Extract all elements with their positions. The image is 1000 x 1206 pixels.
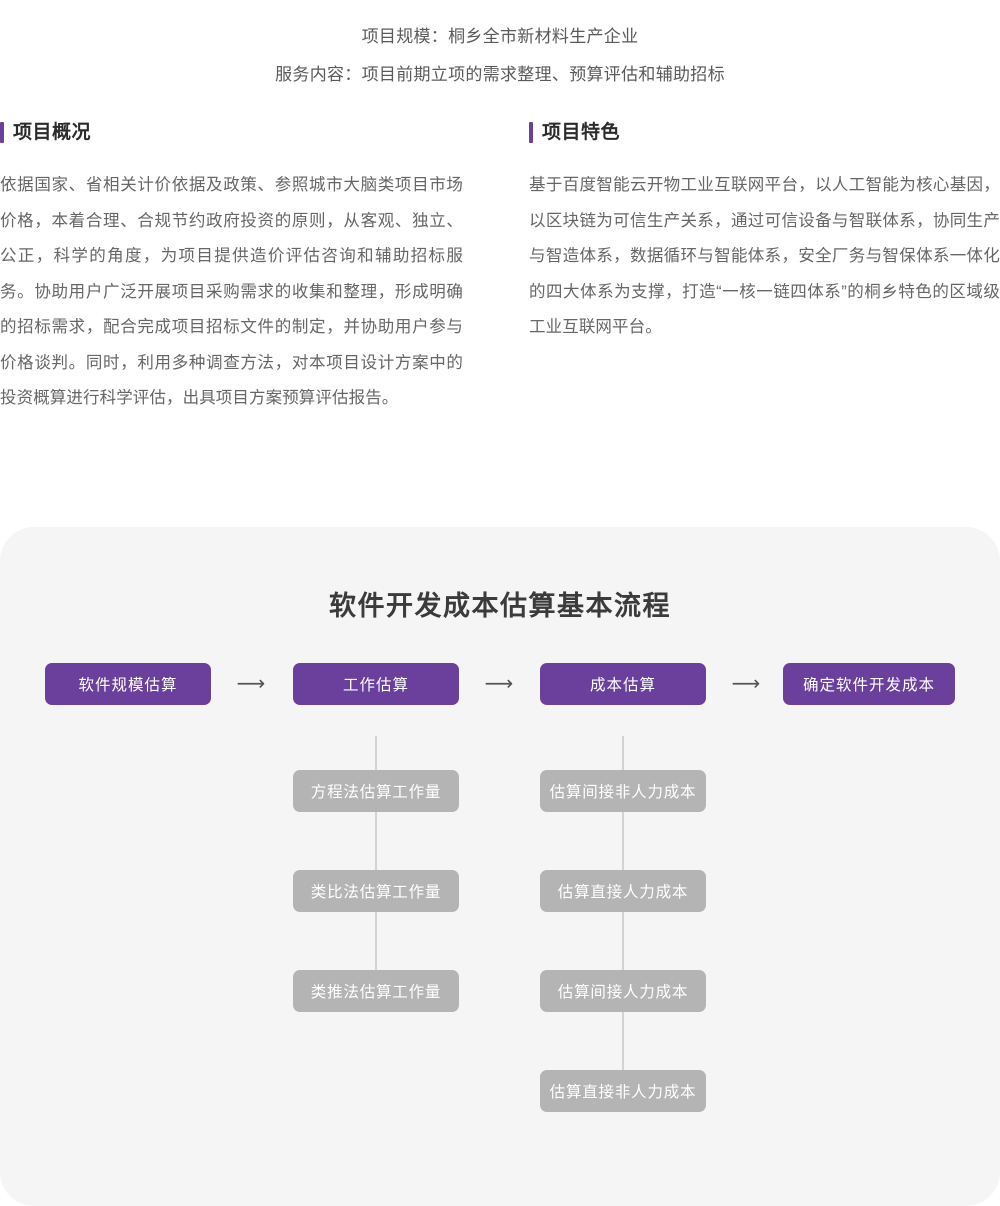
flow-connector-line bbox=[375, 736, 377, 991]
flow-substep-label: 类比法估算工作量 bbox=[310, 884, 442, 901]
intro-block: 项目规模：桐乡全市新材料生产企业 服务内容：项目前期立项的需求整理、预算评估和辅… bbox=[0, 0, 1000, 94]
flow-stage-label: 工作估算 bbox=[342, 677, 409, 694]
flow-substep-label: 类推法估算工作量 bbox=[310, 984, 442, 1001]
flow-stage-row: 软件规模估算 工作估算 成本估算 确定软件开发成本 ⟶ ⟶ ⟶ bbox=[0, 663, 1000, 705]
flow-substep-2-3[interactable]: 类推法估算工作量 bbox=[293, 970, 459, 1012]
flow-stage-label: 确定软件开发成本 bbox=[802, 677, 935, 694]
flow-substep-2-2[interactable]: 类比法估算工作量 bbox=[293, 870, 459, 912]
flow-arrow-right-icon-2: ⟶ bbox=[484, 673, 514, 695]
flow-stage-3[interactable]: 成本估算 bbox=[540, 663, 706, 705]
flow-stage-1[interactable]: 软件规模估算 bbox=[45, 663, 211, 705]
section-body-overview: 依据国家、省相关计价依据及政策、参照城市大脑类项目市场价格，本着合理、合规节约政… bbox=[0, 176, 464, 407]
section-header-overview: 项目概况 bbox=[0, 118, 463, 146]
flow-diagram-title: 软件开发成本估算基本流程 bbox=[329, 591, 671, 621]
flow-substep-label: 方程法估算工作量 bbox=[310, 784, 442, 801]
flow-substep-2-1[interactable]: 方程法估算工作量 bbox=[293, 770, 459, 812]
flow-substep-layer: 方程法估算工作量类比法估算工作量类推法估算工作量 估算间接非人力成本估算直接人力成… bbox=[0, 527, 1000, 1206]
flow-substep-3-3[interactable]: 估算间接人力成本 bbox=[540, 970, 706, 1012]
section-title-overview: 项目概况 bbox=[13, 121, 92, 143]
accent-bar-icon bbox=[0, 121, 4, 143]
flow-connector-line bbox=[622, 736, 624, 1091]
section-title-features: 项目特色 bbox=[542, 121, 621, 143]
column-project-overview: 项目概况 依据国家、省相关计价依据及政策、参照城市大脑类项目市场价格，本着合理、… bbox=[0, 118, 471, 417]
intro-line-service: 服务内容：项目前期立项的需求整理、预算评估和辅助招标 bbox=[275, 65, 725, 84]
flow-arrow-right-icon-3: ⟶ bbox=[731, 673, 761, 695]
flow-substep-label: 估算直接人力成本 bbox=[557, 884, 689, 901]
flow-stage-label: 软件规模估算 bbox=[78, 677, 178, 694]
accent-bar-icon bbox=[529, 121, 534, 143]
flow-substep-3-1[interactable]: 估算间接非人力成本 bbox=[540, 770, 706, 812]
flow-stage-2[interactable]: 工作估算 bbox=[293, 663, 459, 705]
intro-line-scale: 项目规模：桐乡全市新材料生产企业 bbox=[361, 27, 639, 46]
flow-diagram-panel: 软件开发成本估算基本流程 软件规模估算 工作估算 成本估算 确定软件开发成本 ⟶ ⟶ ⟶ 方… bbox=[0, 527, 1000, 1206]
flow-substep-label: 估算间接非人力成本 bbox=[549, 784, 697, 801]
flow-substep-label: 估算间接人力成本 bbox=[557, 984, 689, 1001]
section-body-features: 基于百度智能云开物工业互联网平台，以人工智能为核心基因，以区块链为可信生产关系，… bbox=[529, 176, 1000, 336]
flow-substep-label: 估算直接非人力成本 bbox=[549, 1084, 697, 1101]
section-header-features: 项目特色 bbox=[529, 118, 1000, 146]
flow-stage-label: 成本估算 bbox=[589, 677, 656, 694]
flow-substep-3-2[interactable]: 估算直接人力成本 bbox=[540, 870, 706, 912]
column-project-features: 项目特色 基于百度智能云开物工业互联网平台，以人工智能为核心基因，以区块链为可信… bbox=[529, 118, 1000, 417]
content-columns: 项目概况 依据国家、省相关计价依据及政策、参照城市大脑类项目市场价格，本着合理、… bbox=[0, 118, 1000, 417]
flow-substep-3-4[interactable]: 估算直接非人力成本 bbox=[540, 1070, 706, 1112]
flow-arrow-right-icon-1: ⟶ bbox=[236, 673, 266, 695]
flow-stage-4[interactable]: 确定软件开发成本 bbox=[783, 663, 955, 705]
